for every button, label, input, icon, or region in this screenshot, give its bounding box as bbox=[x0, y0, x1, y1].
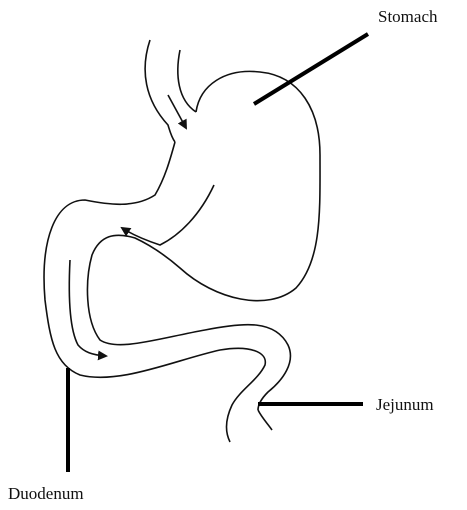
stomach-leader-line bbox=[254, 34, 368, 104]
stomach-label: Stomach bbox=[378, 8, 438, 25]
stomach-outline bbox=[87, 71, 320, 410]
duodenum-label: Duodenum bbox=[8, 485, 84, 502]
esophagus-left-wall bbox=[145, 40, 175, 142]
arrow-esophagus-icon bbox=[168, 95, 186, 128]
esophagus-right-wall bbox=[178, 50, 196, 112]
jejunum-end bbox=[258, 410, 272, 430]
jejunum-label: Jejunum bbox=[376, 396, 434, 413]
arrow-stomach-body-icon bbox=[122, 185, 214, 245]
lesser-curvature bbox=[44, 142, 265, 442]
